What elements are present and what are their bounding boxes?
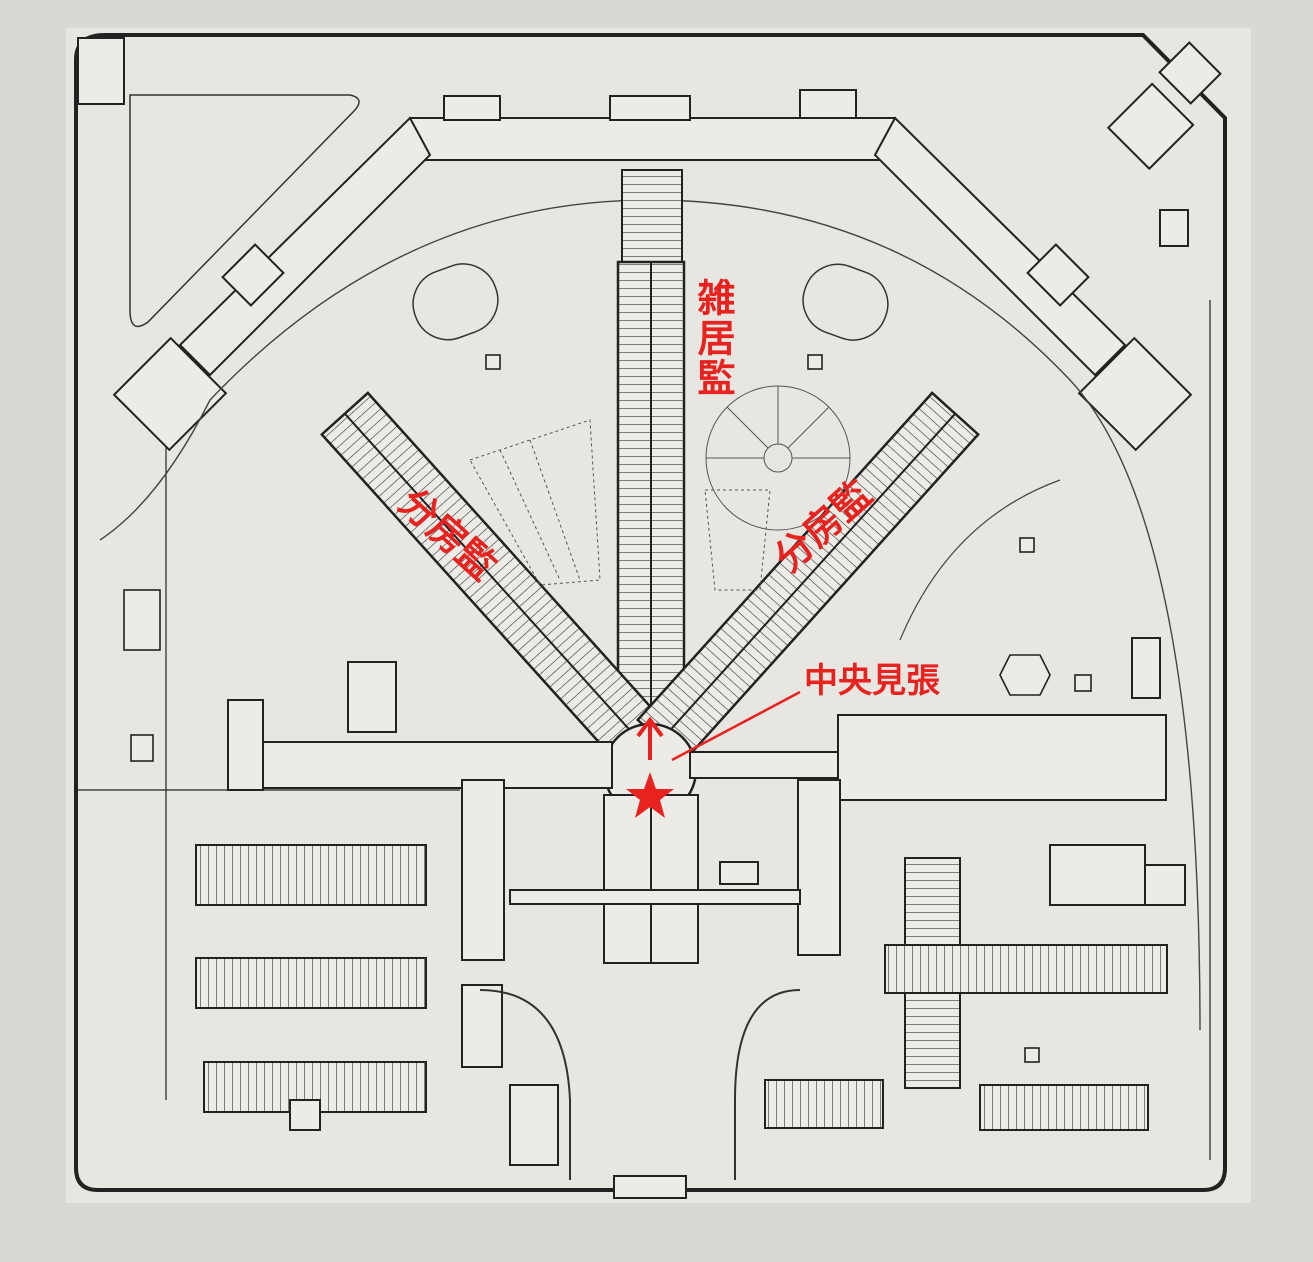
corner-guardhouses: [77, 37, 1222, 1199]
right-cross-block: [764, 844, 1186, 1131]
fan-yard-right: [704, 385, 851, 591]
inner-road: [99, 199, 1201, 1031]
central-wing: [616, 169, 686, 714]
star-icon: [626, 772, 674, 818]
label-chuo-mihari: 中央見張: [804, 661, 940, 701]
label-zakkyo: 雑居監: [691, 278, 735, 398]
admin-block-left: [227, 661, 613, 1166]
oval-yard-left: [412, 263, 499, 341]
exercise-yard-left: [129, 94, 360, 328]
fan-yard-left: [469, 419, 601, 586]
outbuildings: [123, 354, 1092, 1063]
workshop-wing: [112, 89, 1193, 452]
oval-yard-right: [802, 263, 889, 341]
south-spine: [509, 794, 801, 964]
left-workshops: [195, 844, 427, 1131]
annotation-marker: [626, 690, 801, 818]
admin-block-right: [689, 637, 1167, 956]
forecourt-curves: [479, 989, 801, 1180]
